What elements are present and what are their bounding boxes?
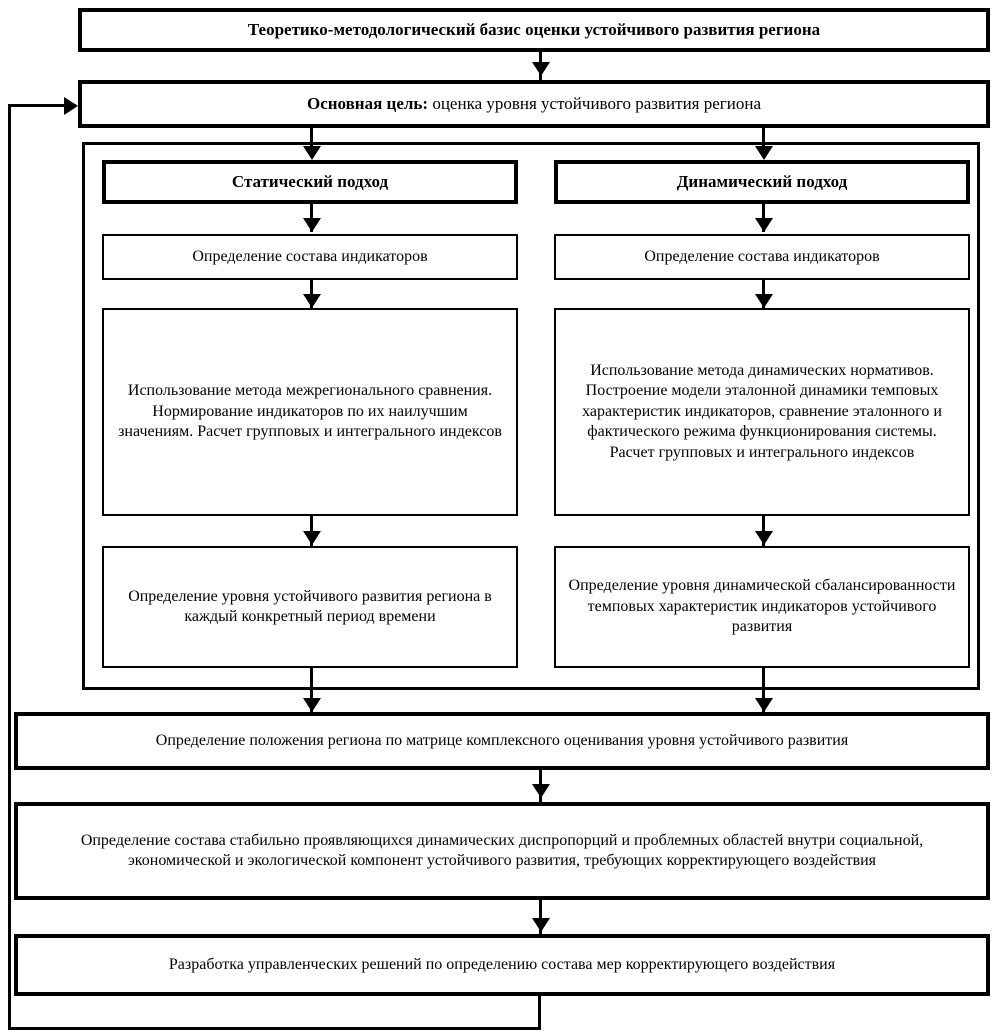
branch-dynamic-step-3-text: Определение уровня динамической сбаланси… xyxy=(568,577,956,636)
branch-dynamic-step-1-text: Определение состава индикаторов xyxy=(644,247,880,265)
arrowhead-static-1 xyxy=(303,218,321,232)
arrowhead-static-2 xyxy=(303,294,321,308)
goal-box-text: Основная цель: оценка уровня устойчивого… xyxy=(307,93,761,115)
goal-box: Основная цель: оценка уровня устойчивого… xyxy=(78,80,990,128)
goal-box-label: Основная цель: xyxy=(306,94,429,114)
connector-goal-to-dynamic xyxy=(762,128,765,154)
arrowhead-dynamic-to-matrix xyxy=(755,698,773,712)
arrowhead-matrix-to-disproportions xyxy=(532,784,550,798)
arrowhead-static-to-matrix xyxy=(303,698,321,712)
approaches-container xyxy=(82,142,980,690)
disproportions-box-text: Определение состава стабильно проявляющи… xyxy=(80,831,924,869)
title-box: Теоретико-методологический базис оценки … xyxy=(78,8,990,52)
branch-static-header-text: Статический подход xyxy=(231,172,389,192)
connector-goal-to-static xyxy=(310,128,313,154)
branch-static-step-1-text: Определение состава индикаторов xyxy=(192,247,428,265)
arrowhead-title-to-goal xyxy=(532,62,550,76)
decisions-box-text: Разработка управленческих решений по опр… xyxy=(168,955,836,973)
arrowhead-dynamic-1 xyxy=(755,218,773,232)
branch-static-step-3-text: Определение уровня устойчивого развития … xyxy=(128,587,492,625)
arrowhead-dynamic-2 xyxy=(755,294,773,308)
arrowhead-goal-to-static xyxy=(303,146,321,160)
branch-dynamic-step-3: Определение уровня динамической сбаланси… xyxy=(554,546,970,668)
arrowhead-dynamic-3 xyxy=(755,531,773,545)
branch-static-step-2: Использование метода межрегионального ср… xyxy=(102,308,518,516)
branch-dynamic-step-1: Определение состава индикаторов xyxy=(554,234,970,280)
branch-dynamic-header-text: Динамический подход xyxy=(676,172,848,192)
branch-dynamic-step-2: Использование метода динамических нормат… xyxy=(554,308,970,516)
arrowhead-feedback-to-goal xyxy=(64,97,78,115)
branch-dynamic-header: Динамический подход xyxy=(554,160,970,204)
connector-dynamic-to-matrix xyxy=(762,668,765,714)
arrowhead-disproportions-to-decisions xyxy=(532,918,550,932)
goal-box-value: оценка уровня устойчивого развития регио… xyxy=(428,94,762,114)
arrowhead-static-3 xyxy=(303,531,321,545)
branch-dynamic-step-2-text: Использование метода динамических нормат… xyxy=(582,361,942,461)
matrix-box-text: Определение положения региона по матрице… xyxy=(155,731,849,749)
connector-static-to-matrix xyxy=(310,668,313,714)
disproportions-box: Определение состава стабильно проявляющи… xyxy=(14,802,990,900)
feedback-line-horizontal-top xyxy=(8,104,76,107)
branch-static-header: Статический подход xyxy=(102,160,518,204)
branch-static-step-3: Определение уровня устойчивого развития … xyxy=(102,546,518,668)
arrowhead-goal-to-dynamic xyxy=(755,146,773,160)
feedback-line-vertical-left xyxy=(8,104,11,1030)
branch-static-step-2-text: Использование метода межрегионального ср… xyxy=(118,382,502,441)
matrix-box: Определение положения региона по матрице… xyxy=(14,712,990,770)
feedback-line-horizontal-bottom xyxy=(8,1027,541,1030)
feedback-line-vertical-down xyxy=(538,996,541,1030)
branch-static-step-1: Определение состава индикаторов xyxy=(102,234,518,280)
decisions-box: Разработка управленческих решений по опр… xyxy=(14,934,990,996)
title-box-text: Теоретико-методологический базис оценки … xyxy=(247,20,821,40)
